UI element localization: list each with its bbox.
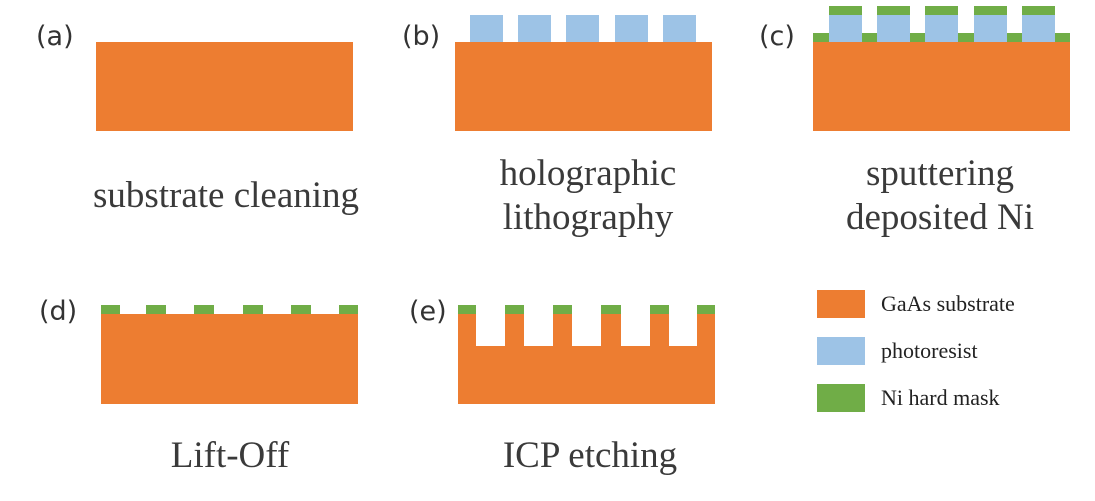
panel-a-structure <box>96 42 353 131</box>
caption-c: sputtering deposited Ni <box>790 152 1090 240</box>
panel-b-structure <box>455 15 712 131</box>
substrate-a <box>96 42 353 131</box>
substrate-e-base <box>458 346 715 404</box>
panel-tag-c: (c) <box>759 21 795 52</box>
legend-swatch-ni <box>817 384 865 412</box>
photoresist-b-5 <box>663 15 696 42</box>
ni-mask-e-1 <box>458 305 476 314</box>
pillar-e-1 <box>458 314 476 346</box>
panel-tag-e: (e) <box>409 296 447 327</box>
panel-tag-a: (a) <box>36 21 74 52</box>
ni-mask-d-3 <box>194 305 214 314</box>
substrate-d <box>101 314 358 404</box>
pillar-e-4 <box>601 314 621 346</box>
pillar-e-2 <box>505 314 524 346</box>
panel-e-structure <box>458 305 715 404</box>
ni-cap-c-3 <box>925 6 958 15</box>
caption-d-line-1: Lift-Off <box>170 435 290 476</box>
substrate-b <box>455 42 712 131</box>
caption-b-line-1: holographic <box>499 153 677 194</box>
photoresist-c-5 <box>1022 15 1055 42</box>
ni-mask-d-2 <box>146 305 166 314</box>
legend-swatch-photoresist <box>817 337 865 365</box>
ni-mask-d-4 <box>243 305 263 314</box>
ni-mask-e-6 <box>697 305 715 314</box>
pillar-e-6 <box>697 314 715 346</box>
caption-b: holographic lithography <box>438 152 738 240</box>
panel-tag-b: (b) <box>402 21 441 52</box>
legend-label-ni: Ni hard mask <box>881 385 1000 410</box>
ni-cap-c-2 <box>877 6 910 15</box>
panel-tag-d: (d) <box>39 296 78 327</box>
photoresist-c-3 <box>925 15 958 42</box>
caption-b-line-2: lithography <box>502 197 674 238</box>
photoresist-b-1 <box>470 15 503 42</box>
pillar-e-3 <box>553 314 572 346</box>
substrate-c <box>813 42 1070 131</box>
caption-a: substrate cleaning <box>76 174 376 218</box>
ni-mask-e-5 <box>650 305 669 314</box>
caption-e-line-1: ICP etching <box>502 435 678 476</box>
caption-e: ICP etching <box>440 434 740 478</box>
photoresist-b-2 <box>518 15 551 42</box>
photoresist-b-3 <box>566 15 599 42</box>
photoresist-c-4 <box>974 15 1007 42</box>
ni-cap-c-4 <box>974 6 1007 15</box>
ni-cap-c-5 <box>1022 6 1055 15</box>
panel-c-structure <box>813 6 1070 131</box>
panel-d-structure <box>101 305 358 404</box>
caption-d: Lift-Off <box>80 434 380 478</box>
photoresist-b-4 <box>615 15 648 42</box>
ni-mask-d-5 <box>291 305 311 314</box>
caption-a-line-1: substrate cleaning <box>92 175 360 216</box>
caption-c-line-2: deposited Ni <box>845 197 1035 238</box>
photoresist-c-2 <box>877 15 910 42</box>
photoresist-c-1 <box>829 15 862 42</box>
ni-cap-c-1 <box>829 6 862 15</box>
ni-mask-d-6 <box>339 305 358 314</box>
ni-mask-e-2 <box>505 305 524 314</box>
legend-swatch-substrate <box>817 290 865 318</box>
pillar-e-5 <box>650 314 669 346</box>
legend-label-photoresist: photoresist <box>881 338 978 363</box>
ni-mask-e-4 <box>601 305 621 314</box>
legend-label-substrate: GaAs substrate <box>881 291 1015 316</box>
ni-mask-e-3 <box>553 305 572 314</box>
ni-mask-d-1 <box>101 305 120 314</box>
caption-c-line-1: sputtering <box>866 153 1014 194</box>
